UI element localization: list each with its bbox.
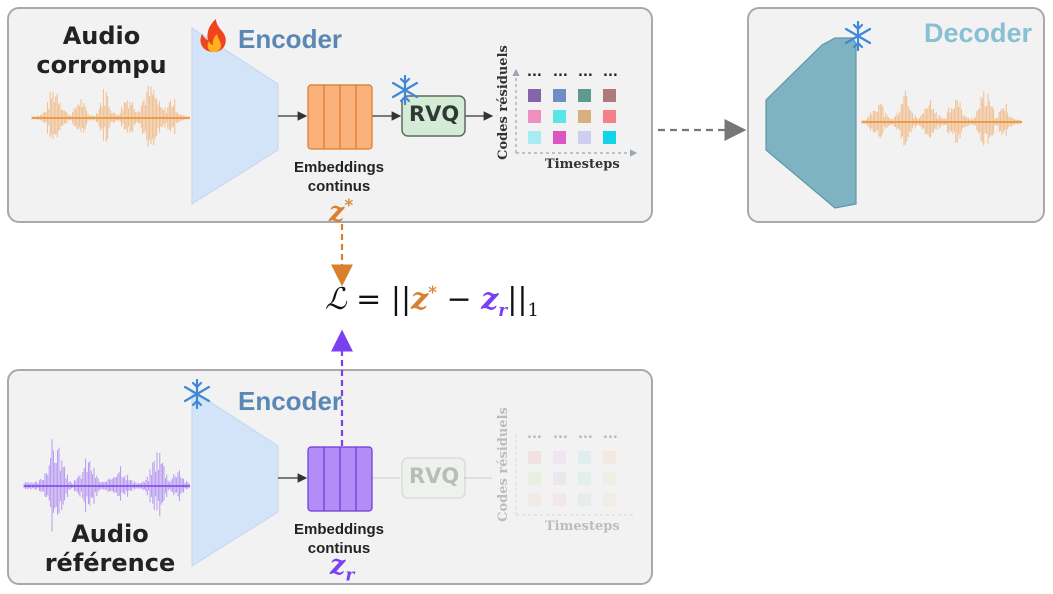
loss-equals: = bbox=[356, 282, 382, 317]
bottom-rvq-label: RVQ bbox=[409, 464, 460, 488]
top-embeddings-block bbox=[307, 84, 373, 150]
top-dots: ... bbox=[527, 65, 542, 80]
loss-norm-subscript: 1 bbox=[527, 300, 539, 321]
decoder-output-waveform bbox=[861, 90, 1023, 146]
bottom-waveform bbox=[23, 439, 190, 532]
top-timesteps-label: Timesteps bbox=[545, 157, 620, 172]
loss-minus: − bbox=[446, 282, 472, 317]
code-cell bbox=[578, 89, 591, 102]
bottom-encoder-shape bbox=[191, 389, 279, 567]
snowflake-icon bbox=[844, 20, 872, 52]
top-encoder-shape bbox=[191, 27, 279, 205]
bottom-code-grid bbox=[528, 451, 616, 506]
code-cell bbox=[553, 472, 566, 485]
code-cell bbox=[528, 131, 541, 144]
top-rvq-label: RVQ bbox=[409, 102, 460, 126]
corrupted-audio-label: Audio corrompu bbox=[36, 22, 167, 79]
top-dots: ... bbox=[578, 65, 593, 80]
code-cell bbox=[553, 493, 566, 506]
code-cell bbox=[603, 451, 616, 464]
code-cell bbox=[578, 131, 591, 144]
top-waveform bbox=[31, 86, 190, 147]
code-cell bbox=[528, 110, 541, 123]
bottom-dots: ... bbox=[553, 427, 568, 442]
top-rvq-box bbox=[401, 95, 466, 137]
loss-z-star: z* bbox=[411, 282, 437, 317]
loss-open-norm: || bbox=[390, 282, 412, 317]
loss-equation: ℒ = ||z* − zr||1 bbox=[325, 282, 539, 321]
bottom-dots: ... bbox=[527, 427, 542, 442]
bottom-embeddings-block bbox=[307, 446, 373, 512]
bottom-encoder-title: Encoder bbox=[238, 386, 343, 416]
top-dots: ... bbox=[603, 65, 618, 80]
top-embeddings-label: Embeddings continus bbox=[293, 159, 384, 195]
z-star-label: z* bbox=[329, 196, 354, 228]
bottom-rvq-box bbox=[401, 457, 466, 499]
top-codes-axis-label: Codes résiduels bbox=[495, 45, 511, 160]
loss-symbol: ℒ bbox=[325, 282, 347, 317]
snowflake-icon bbox=[183, 378, 211, 410]
code-cell bbox=[578, 451, 591, 464]
code-cell bbox=[578, 110, 591, 123]
decoder-shape bbox=[765, 37, 857, 209]
loss-z-r: zr bbox=[481, 282, 508, 321]
code-cell bbox=[603, 110, 616, 123]
fire-icon bbox=[200, 19, 226, 52]
code-cell bbox=[528, 493, 541, 506]
top-code-grid bbox=[528, 89, 616, 144]
top-encoder-title: Encoder bbox=[238, 24, 343, 54]
bottom-dots: ... bbox=[603, 427, 618, 442]
code-cell bbox=[553, 89, 566, 102]
code-cell bbox=[578, 493, 591, 506]
bottom-timesteps-label: Timesteps bbox=[545, 519, 620, 534]
loss-close-norm: || bbox=[507, 282, 528, 317]
code-cell bbox=[603, 89, 616, 102]
bottom-embeddings-label: Embeddings continus bbox=[293, 521, 384, 557]
code-cell bbox=[528, 451, 541, 464]
top-code-grid-axes bbox=[512, 68, 638, 157]
code-cell bbox=[603, 493, 616, 506]
snowflake-icon bbox=[391, 74, 419, 106]
code-cell bbox=[553, 451, 566, 464]
z-r-label: zr bbox=[330, 550, 355, 586]
code-cell bbox=[528, 89, 541, 102]
top-dots: ... bbox=[553, 65, 568, 80]
bottom-code-grid-axes bbox=[515, 432, 636, 516]
code-cell bbox=[528, 472, 541, 485]
code-cell bbox=[553, 131, 566, 144]
code-cell bbox=[603, 131, 616, 144]
reference-audio-label: Audio référence bbox=[44, 520, 176, 577]
decoder-title: Decoder bbox=[924, 18, 1033, 48]
code-cell bbox=[553, 110, 566, 123]
code-cell bbox=[603, 472, 616, 485]
bottom-dots: ... bbox=[578, 427, 593, 442]
bottom-codes-axis-label: Codes résiduels bbox=[495, 407, 511, 522]
code-cell bbox=[578, 472, 591, 485]
